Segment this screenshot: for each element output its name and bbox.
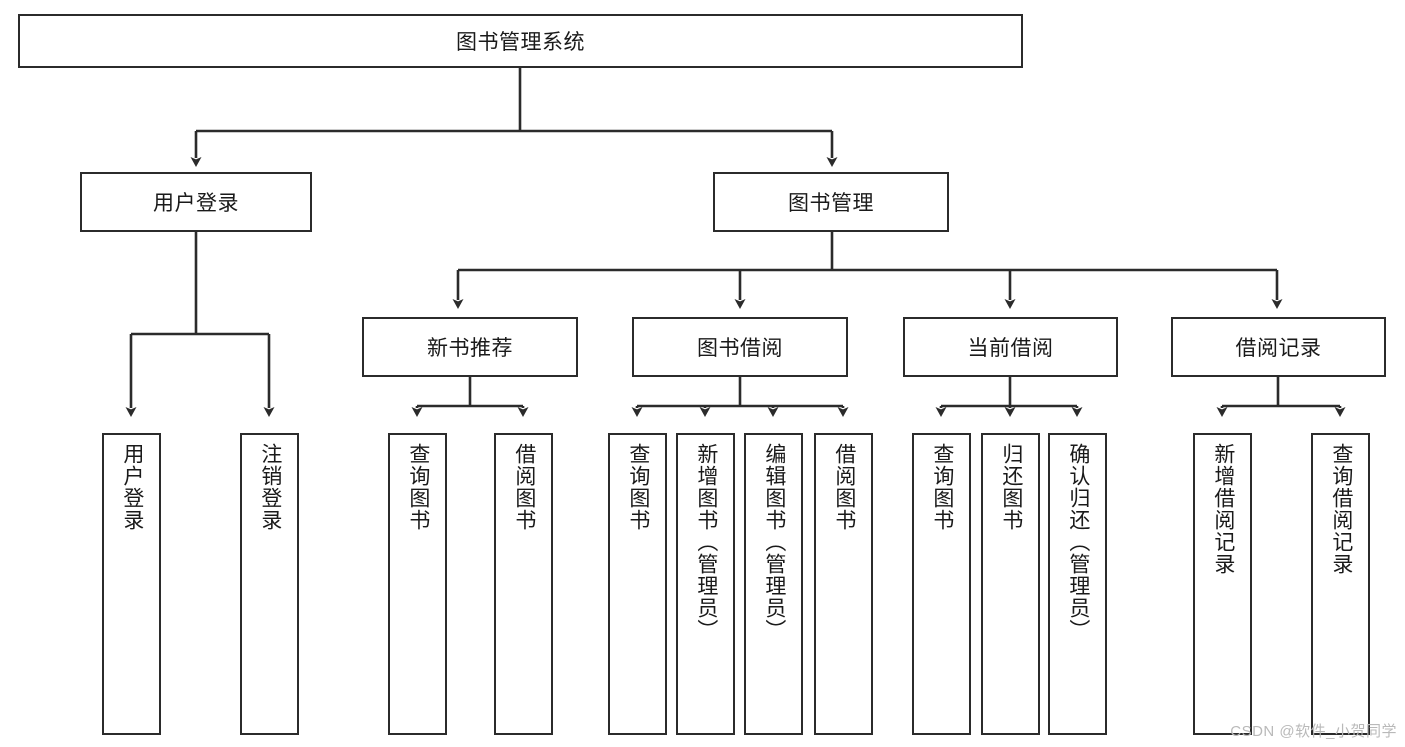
leaf-query-book-3-label: 查询图书 — [930, 443, 954, 531]
leaf-add-record[interactable]: 新增借阅记录 — [1193, 433, 1252, 735]
leaf-borrow-book-2[interactable]: 借阅图书 — [814, 433, 873, 735]
watermark-text: CSDN @软件_小贺同学 — [1230, 723, 1397, 740]
leaf-query-book-2[interactable]: 查询图书 — [608, 433, 667, 735]
leaf-return-book[interactable]: 归还图书 — [981, 433, 1040, 735]
leaf-logout[interactable]: 注销登录 — [240, 433, 299, 735]
leaf-return-book-label: 归还图书 — [999, 443, 1023, 531]
leaf-add-record-label: 新增借阅记录 — [1211, 443, 1235, 575]
leaf-add-book[interactable]: 新增图书（管理员） — [676, 433, 735, 735]
leaf-user-login-label: 用户登录 — [120, 443, 144, 531]
node-book-borrow[interactable]: 图书借阅 — [632, 317, 848, 377]
leaf-query-book-1[interactable]: 查询图书 — [388, 433, 447, 735]
node-new-book-rec-label: 新书推荐 — [427, 337, 513, 360]
leaf-add-book-label: 新增图书（管理员） — [694, 443, 718, 641]
leaf-edit-book-label: 编辑图书（管理员） — [762, 443, 786, 641]
leaf-query-record-label: 查询借阅记录 — [1329, 443, 1353, 575]
node-root-label: 图书管理系统 — [456, 31, 585, 54]
node-user-login[interactable]: 用户登录 — [80, 172, 312, 232]
leaf-borrow-book-2-label: 借阅图书 — [832, 443, 856, 531]
node-borrow-record[interactable]: 借阅记录 — [1171, 317, 1386, 377]
leaf-query-record[interactable]: 查询借阅记录 — [1311, 433, 1370, 735]
node-root[interactable]: 图书管理系统 — [18, 14, 1023, 68]
leaf-confirm-return-label: 确认归还（管理员） — [1066, 443, 1090, 641]
leaf-query-book-2-label: 查询图书 — [626, 443, 650, 531]
leaf-user-login[interactable]: 用户登录 — [102, 433, 161, 735]
node-book-manage-label: 图书管理 — [788, 192, 874, 215]
node-current-borrow[interactable]: 当前借阅 — [903, 317, 1118, 377]
node-borrow-record-label: 借阅记录 — [1235, 337, 1322, 360]
leaf-query-book-3[interactable]: 查询图书 — [912, 433, 971, 735]
leaf-query-book-1-label: 查询图书 — [406, 443, 430, 531]
leaf-logout-label: 注销登录 — [258, 443, 282, 531]
node-new-book-rec[interactable]: 新书推荐 — [362, 317, 578, 377]
leaf-borrow-book-1[interactable]: 借阅图书 — [494, 433, 553, 735]
leaf-confirm-return[interactable]: 确认归还（管理员） — [1048, 433, 1107, 735]
node-user-login-label: 用户登录 — [153, 192, 239, 215]
leaf-borrow-book-1-label: 借阅图书 — [512, 443, 536, 531]
node-book-borrow-label: 图书借阅 — [697, 337, 783, 360]
node-current-borrow-label: 当前借阅 — [967, 337, 1054, 360]
node-book-manage[interactable]: 图书管理 — [713, 172, 949, 232]
leaf-edit-book[interactable]: 编辑图书（管理员） — [744, 433, 803, 735]
